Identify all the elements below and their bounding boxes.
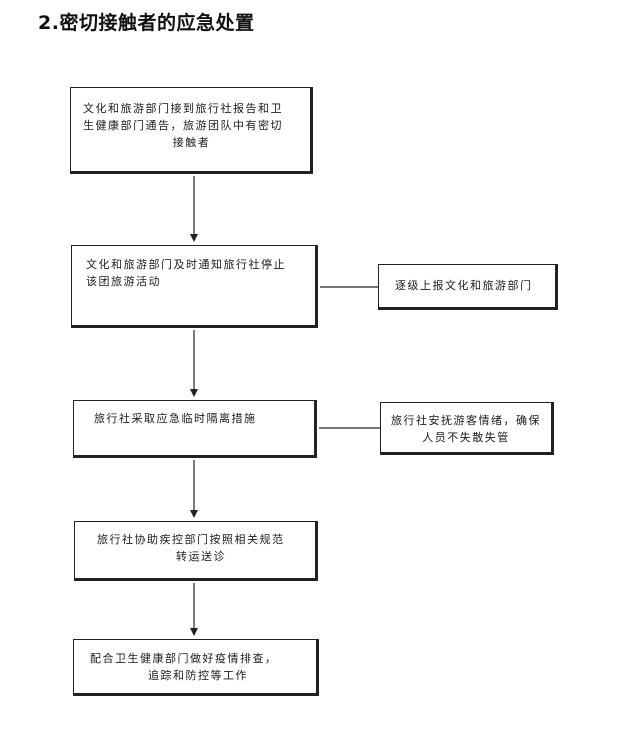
side-box-comfort-line-2: 人员不失散失管 [422, 431, 510, 444]
flow-step-1-line-3: 接触者 [172, 136, 211, 149]
side-box-comfort: 旅行社安抚游客情绪，确保 人员不失散失管 [380, 402, 554, 455]
flow-step-3-line-1: 旅行社采取应急临时隔离措施 [94, 412, 257, 425]
flow-step-5-line-1: 配合卫生健康部门做好疫情排查， [90, 652, 278, 665]
flow-step-2-line-2: 该团旅游活动 [86, 275, 161, 288]
flow-step-3: 旅行社采取应急临时隔离措施 [73, 400, 317, 458]
flow-step-1: 文化和旅游部门接到旅行社报告和卫 生健康部门通告，旅游团队中有密切 接触者 [70, 87, 313, 174]
flow-step-4-line-2: 转运送诊 [176, 550, 226, 563]
flow-step-1-line-2: 生健康部门通告，旅游团队中有密切 [83, 119, 283, 132]
page-title: 2.密切接触者的应急处置 [38, 12, 255, 34]
side-box-comfort-line-1: 旅行社安抚游客情绪，确保 [391, 414, 541, 427]
side-box-report: 逐级上报文化和旅游部门 [378, 264, 558, 310]
flow-step-5: 配合卫生健康部门做好疫情排查， 追踪和防控等工作 [73, 639, 319, 696]
flow-step-2: 文化和旅游部门及时通知旅行社停止 该团旅游活动 [71, 245, 318, 328]
flow-step-4-line-1: 旅行社协助疾控部门按照相关规范 [97, 533, 285, 546]
flow-step-4: 旅行社协助疾控部门按照相关规范 转运送诊 [74, 521, 318, 581]
flow-step-2-line-1: 文化和旅游部门及时通知旅行社停止 [86, 258, 286, 271]
flow-step-1-line-1: 文化和旅游部门接到旅行社报告和卫 [83, 102, 283, 115]
flow-step-5-line-2: 追踪和防控等工作 [148, 669, 248, 682]
side-box-report-line-1: 逐级上报文化和旅游部门 [395, 279, 533, 292]
